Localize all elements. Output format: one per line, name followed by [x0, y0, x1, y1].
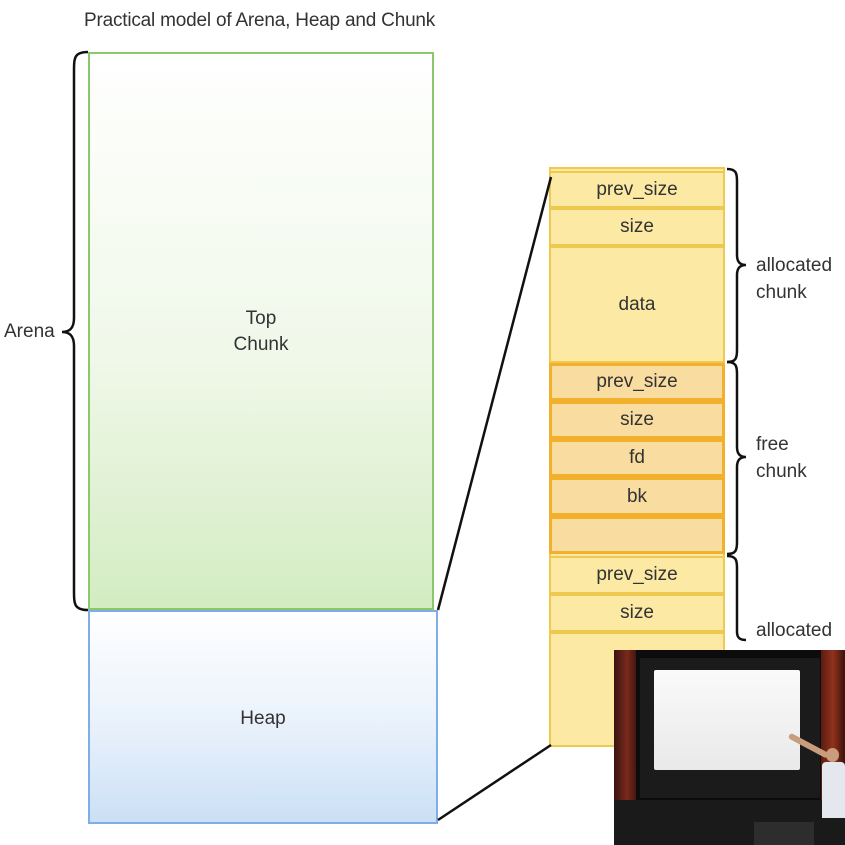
zoom-line-top	[436, 176, 553, 611]
free-bk-cell: bk	[549, 477, 725, 516]
free-fd-cell: fd	[549, 439, 725, 477]
projected-slide	[654, 670, 800, 770]
diagram-title: Practical model of Arena, Heap and Chunk	[84, 10, 436, 31]
presenter-body	[822, 762, 845, 818]
top-chunk-box	[88, 52, 434, 610]
arena-brace	[61, 50, 89, 612]
free-size-cell: size	[549, 401, 725, 439]
alloc1-size-cell: size	[549, 208, 725, 246]
allocated-chunk-brace-2	[726, 554, 747, 642]
alloc1-data-cell: data	[549, 246, 725, 363]
free-prev-size-cell: prev_size	[549, 363, 725, 401]
top-chunk-label-line2: Chunk	[233, 334, 289, 355]
arena-label: Arena	[4, 321, 55, 342]
alloc1-prev-size-cell: prev_size	[549, 171, 725, 208]
free-chunk-label: free chunk	[756, 431, 807, 485]
top-chunk-label-line1: Top	[245, 308, 277, 329]
free-unused-cell	[549, 516, 725, 554]
left-curtain	[614, 650, 636, 845]
presenter-figure	[787, 732, 845, 828]
podium	[754, 822, 814, 845]
allocated-chunk-label-1-line2: chunk	[756, 282, 807, 303]
allocated-chunk-label-1-line1: allocated	[756, 255, 833, 276]
free-chunk-brace	[726, 360, 747, 556]
presenter-head	[826, 748, 839, 762]
top-chunk-label: Top Chunk	[88, 306, 434, 358]
zoom-line-bottom	[437, 743, 552, 822]
speaker-video-thumbnail	[614, 650, 845, 845]
alloc2-size-cell: size	[549, 594, 725, 632]
heap-box	[88, 610, 438, 824]
allocated-chunk-label-2: allocated	[756, 620, 833, 641]
allocated-chunk-brace-1	[726, 167, 747, 364]
free-chunk-label-line1: free	[756, 434, 789, 455]
alloc2-prev-size-cell: prev_size	[549, 556, 725, 594]
free-chunk-label-line2: chunk	[756, 461, 807, 482]
allocated-chunk-label-1: allocated chunk	[756, 252, 832, 306]
heap-label: Heap	[240, 708, 286, 729]
